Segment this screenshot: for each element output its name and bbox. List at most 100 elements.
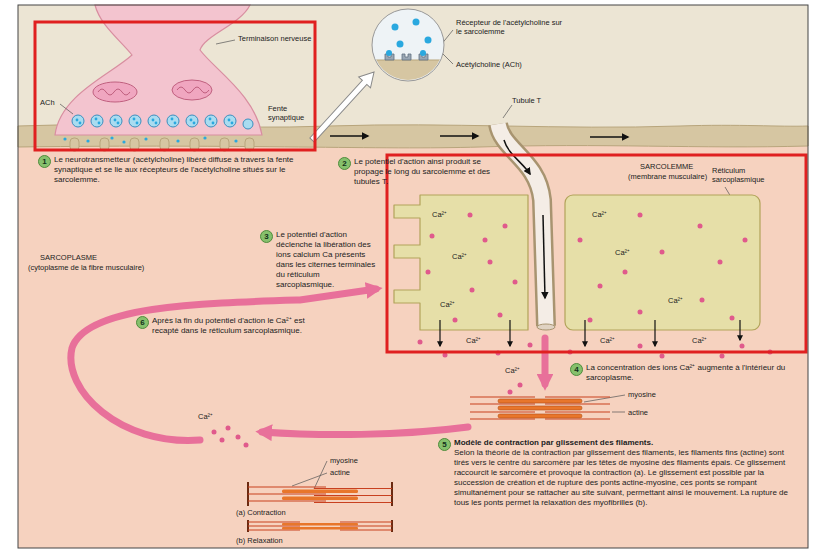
acetylcholine-dot xyxy=(231,122,234,125)
calcium-ion xyxy=(430,234,435,239)
calcium-ion xyxy=(698,224,703,229)
acetylcholine-dot xyxy=(63,118,237,144)
part-label: myosine xyxy=(628,390,656,399)
myofilament-bundle xyxy=(470,403,535,404)
acetylcholine-dot xyxy=(209,118,212,121)
highlight-frame xyxy=(35,22,806,352)
synaptic-vesicle xyxy=(129,115,141,127)
calcium-ion xyxy=(513,280,518,285)
sarcoplasmic-reticulum xyxy=(394,195,528,330)
nerve-terminal xyxy=(98,89,130,95)
calcium-flow-arrow xyxy=(262,427,468,435)
acetylcholine-dot xyxy=(63,137,66,140)
myofilament-bundle xyxy=(470,396,535,397)
sarcomere-contracted xyxy=(314,495,392,496)
highlight-frame xyxy=(387,155,806,352)
sarcomere-relaxed xyxy=(248,521,300,522)
sarcomere-contracted xyxy=(314,502,392,503)
receptor-inset xyxy=(370,60,450,90)
acetylcholine-dot xyxy=(234,139,237,142)
calcium-ion xyxy=(638,213,643,218)
sarcomere-contracted xyxy=(248,482,392,506)
step-callout: 1Le neurotransmetteur (acétylcholine) li… xyxy=(38,155,323,185)
myofilament-bundle xyxy=(498,399,582,418)
receptor-inset xyxy=(413,19,420,26)
receptor-inset xyxy=(392,24,399,31)
leader-line xyxy=(292,473,327,486)
acetylcholine-dot xyxy=(110,136,113,139)
step-callout: 5Modèle de contraction par glissement de… xyxy=(438,438,798,508)
myofilament-bundle xyxy=(545,418,610,419)
acetylcholine-dot xyxy=(228,119,231,122)
sarcomere-relaxed xyxy=(248,522,392,530)
ion-label: Ca²⁺ xyxy=(440,300,455,309)
leader-line xyxy=(216,40,235,44)
calcium-flow-arrow xyxy=(71,289,545,440)
sarcomere-relaxed xyxy=(340,529,392,530)
calcium-release-arrow xyxy=(739,320,740,340)
calcium-ion xyxy=(528,343,533,348)
step-text: Le potentiel d'action ainsi produit se p… xyxy=(354,157,496,187)
sarcoplasmic-reticulum xyxy=(394,195,760,330)
calcium-ion xyxy=(212,430,217,435)
calcium-ion xyxy=(470,288,475,293)
sarcoplasmic-reticulum xyxy=(565,195,760,330)
region-label: SARCOPLASME xyxy=(40,253,97,262)
acetylcholine-dot xyxy=(76,119,79,122)
part-label: Terminaison nerveuse xyxy=(238,34,311,43)
synaptic-vesicle xyxy=(72,115,84,127)
receptor-inset xyxy=(370,9,450,90)
myofilament-bundle xyxy=(470,397,610,419)
leader-line xyxy=(612,412,625,413)
nerve-terminal xyxy=(55,5,262,135)
calcium-ion xyxy=(588,318,593,323)
ion-label: Ca²⁺ xyxy=(198,412,213,421)
myofilament-bundle xyxy=(545,396,610,397)
ion-label: Ca²⁺ xyxy=(600,336,615,345)
figure-caption: (b) Relaxation xyxy=(236,536,283,545)
receptor-inset xyxy=(370,60,450,90)
synaptic-vesicle xyxy=(91,115,103,127)
ion-label: Ca²⁺ xyxy=(505,366,520,375)
ion-label: Ca²⁺ xyxy=(668,296,683,305)
sarcomere-relaxed xyxy=(282,527,358,530)
receptor-inset xyxy=(425,37,432,44)
calcium-ion xyxy=(453,318,458,323)
figure-border xyxy=(18,5,808,548)
step-text: Modèle de contraction par glissement des… xyxy=(454,438,798,448)
step-text: Le potentiel d'action déclenche la libér… xyxy=(276,230,380,290)
callout-number: 1 xyxy=(38,155,51,168)
part-label: Réticulum sarcoplasmique xyxy=(712,166,792,184)
calcium-ion xyxy=(236,435,241,440)
acetylcholine-dot xyxy=(133,118,136,121)
sarcomere-relaxed xyxy=(340,521,392,522)
leader-line xyxy=(314,461,327,489)
callout-number: 4 xyxy=(570,363,583,376)
myofilament-bundle xyxy=(470,418,535,419)
ion-label: Ca²⁺ xyxy=(432,210,447,219)
sarcomere-contracted xyxy=(248,500,326,501)
propagation-arrow xyxy=(440,135,478,137)
sarcomere-contracted xyxy=(248,493,326,494)
calcium-ion xyxy=(720,354,725,359)
part-label: Fente synaptique xyxy=(268,104,310,122)
acetylcholine-dot xyxy=(152,119,155,122)
step-text: Selon la théorie de la contraction par g… xyxy=(454,448,798,508)
acetylcholine-dot xyxy=(79,122,82,125)
sarcomere-relaxed xyxy=(248,525,300,526)
callout-number: 3 xyxy=(260,230,273,243)
callout-body: La concentration des ions Ca²⁺ augmente … xyxy=(586,363,795,383)
region-label: SARCOLEMME xyxy=(640,162,693,171)
myofilament-bundle xyxy=(545,403,610,404)
calcium-release-arrow xyxy=(440,320,740,346)
calcium-release-arrow xyxy=(654,320,655,346)
sarcomere-relaxed xyxy=(248,520,392,532)
highlight-frame xyxy=(35,22,315,150)
acetylcholine-dot xyxy=(122,140,125,143)
calcium-ion xyxy=(418,340,423,345)
region-label: (membrane musculaire) xyxy=(628,172,707,181)
calcium-ion xyxy=(483,238,488,243)
calcium-ion xyxy=(660,250,665,255)
callout-body: Le neurotransmetteur (acétylcholine) lib… xyxy=(54,155,323,185)
